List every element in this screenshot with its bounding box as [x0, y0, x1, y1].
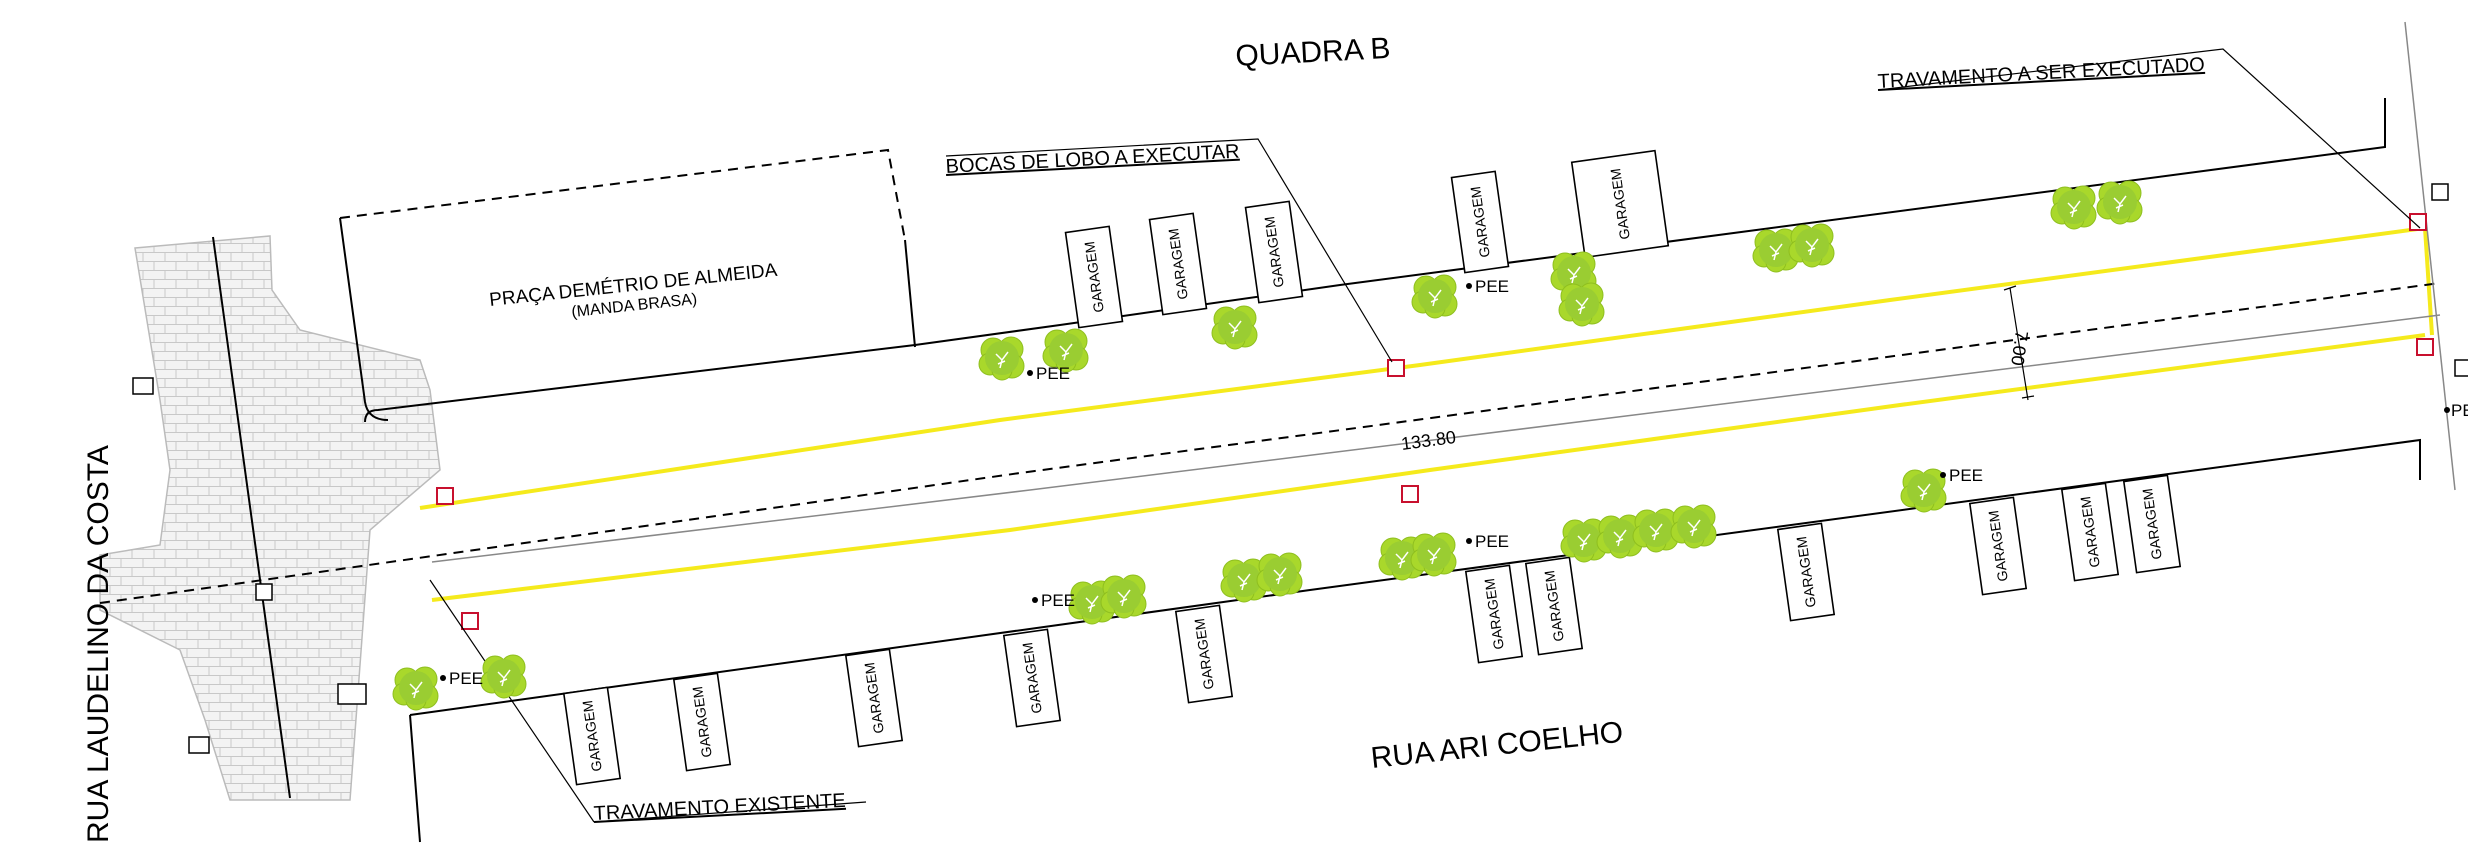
tree-icon	[1900, 468, 1947, 513]
tree-icon	[1670, 504, 1717, 549]
road-reference-line	[431, 314, 2441, 563]
storm-inlets	[436, 213, 2434, 630]
bracing-existing-note: TRAVAMENTO EXISTENTE	[593, 790, 846, 825]
street-main-label: RUA ARI COELHO	[1369, 716, 1624, 775]
leader-inlets	[945, 138, 1393, 363]
far-east-boundary	[2404, 21, 2456, 491]
pee-label: PEE	[1475, 532, 1509, 551]
plaza-dashed-boundary	[339, 148, 906, 241]
storm-inlet	[1401, 485, 1419, 503]
storm-inlet	[436, 487, 454, 505]
tree-icon	[2050, 185, 2097, 230]
south-curb-line	[409, 438, 2421, 716]
utility-box	[337, 683, 367, 705]
pee-label-edge: PE	[2451, 401, 2468, 420]
storm-inlet	[1387, 359, 1405, 377]
tree-icon	[1410, 532, 1457, 577]
bracing-new-note: TRAVAMENTO A SER EXECUTADO	[1877, 54, 2205, 93]
pavement-edge-south	[431, 333, 2426, 602]
storm-inlet	[2416, 338, 2434, 356]
pee-dot	[440, 675, 446, 681]
storm-inlet	[461, 612, 479, 630]
utility-box	[132, 377, 154, 395]
pavement-end-east	[2423, 227, 2434, 336]
utility-box	[188, 736, 210, 754]
utility-box	[2454, 359, 2468, 377]
tree-icon	[1100, 574, 1147, 619]
tree-icon	[2096, 180, 2143, 225]
cross-street-paving	[99, 235, 441, 801]
tree-icon	[978, 336, 1025, 381]
plaza-east-edge	[904, 239, 916, 348]
south-west-edge	[409, 714, 421, 843]
pee-dot	[2444, 407, 2450, 413]
leader-bracing-existing	[429, 579, 867, 823]
utility-box	[2431, 183, 2449, 201]
pee-dot	[1466, 538, 1472, 544]
pee-dot	[1940, 472, 1946, 478]
dimension-width-label: 7.00	[2007, 329, 2032, 366]
pee-label: PEE	[1036, 364, 1070, 383]
tree-icon	[392, 666, 439, 711]
tree-icon	[1558, 282, 1605, 327]
pee-dot	[1466, 283, 1472, 289]
cross-street-centerline	[212, 236, 291, 799]
crossing-marker	[255, 583, 273, 601]
tree-icon	[1411, 274, 1458, 319]
leader-bracing-new	[1877, 48, 2421, 229]
north-garages: GARAGEM GARAGEM GARAGEM GARAGEM GARAGEM	[1064, 149, 1670, 329]
tree-icon	[1788, 223, 1835, 268]
utility-boxes	[132, 183, 2468, 754]
pavement-edge-north	[419, 226, 2426, 510]
plaza-outline	[339, 217, 389, 421]
pee-label: PEE	[449, 669, 483, 688]
pee-label: PEE	[1949, 466, 1983, 485]
pee-label: PEE	[1041, 591, 1075, 610]
south-garages: GARAGEM GARAGEM GARAGEM GARAGEM GARAGEM …	[562, 474, 2182, 786]
north-curb-line	[364, 98, 2386, 423]
tree-icon	[480, 654, 527, 699]
quadra-label: QUADRA B	[1235, 32, 1392, 73]
pee-dot	[1032, 597, 1038, 603]
dimension-length-label: 133.80	[1400, 427, 1457, 454]
pee-markers: PEE PEE PEE PEE PEE PEE PE	[440, 277, 2468, 688]
pee-label: PEE	[1475, 277, 1509, 296]
tree-icon	[1211, 305, 1258, 350]
tree-icon	[1256, 552, 1303, 597]
inlets-note: BOCAS DE LOBO A EXECUTAR	[945, 141, 1240, 178]
dimension-width-line	[2003, 285, 2035, 401]
pee-dot	[1027, 370, 1033, 376]
storm-inlet	[2409, 213, 2427, 231]
road-centerline-dashed	[99, 282, 2441, 604]
street-cross-label: RUA LAUDELINO DA COSTA	[82, 445, 115, 843]
